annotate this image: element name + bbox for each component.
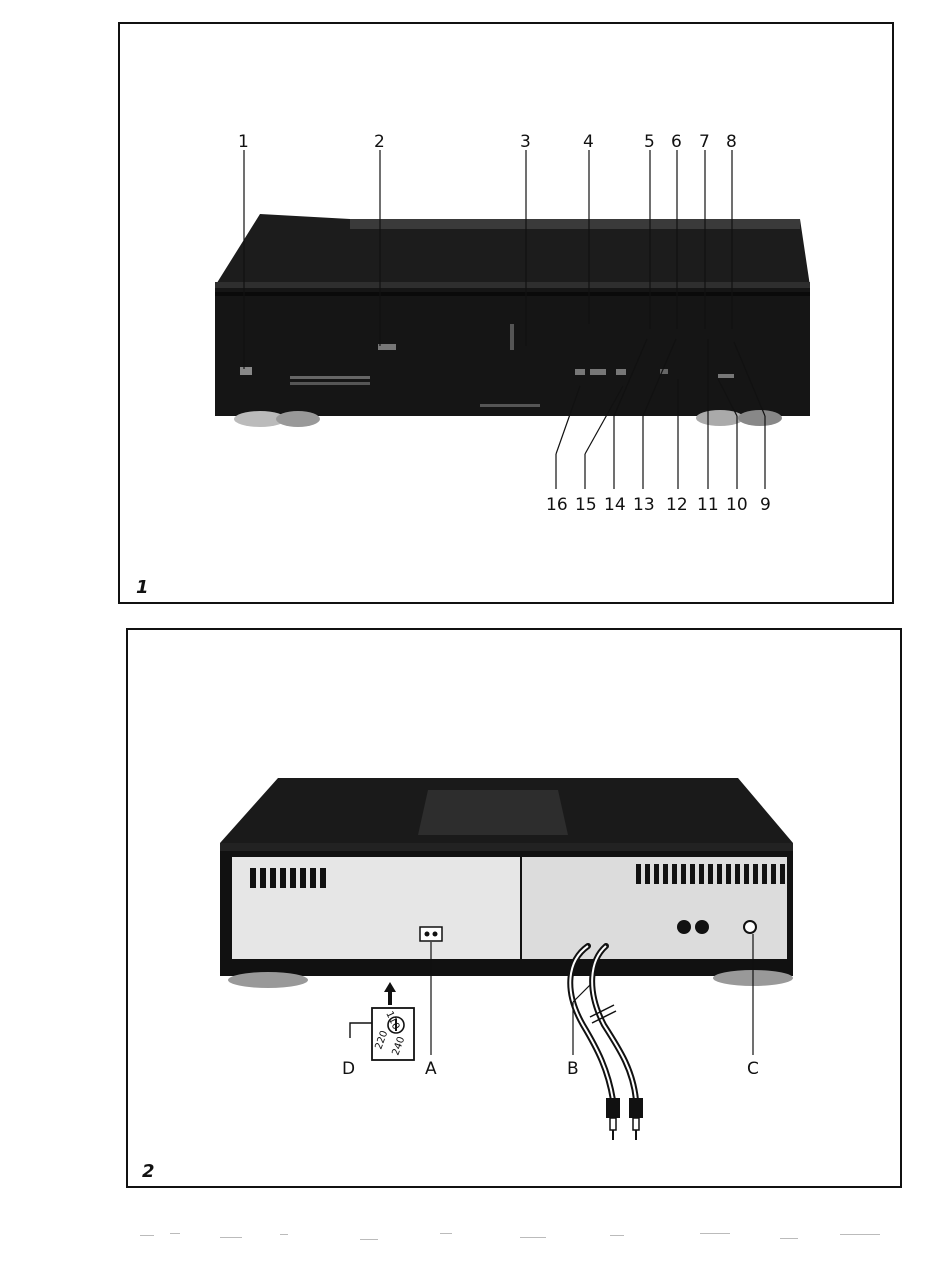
front-button	[718, 374, 734, 378]
callout-A: A	[425, 1059, 437, 1079]
rca-plug	[629, 1098, 643, 1140]
callout-2: 2	[374, 132, 385, 152]
callout-15: 15	[575, 495, 597, 515]
device-foot	[738, 410, 782, 426]
front-button	[575, 369, 585, 375]
output-socket	[695, 920, 709, 934]
callout-11: 11	[697, 495, 719, 515]
callout-C: C	[747, 1059, 759, 1079]
vent-slots-right	[636, 864, 785, 884]
device-front-panel	[215, 286, 810, 416]
figure-number: 1	[136, 577, 149, 598]
callout-10: 10	[726, 495, 748, 515]
disc-tray-button	[378, 344, 396, 350]
front-button	[616, 369, 626, 375]
power-switch	[240, 367, 252, 375]
callout-1: 1	[238, 132, 249, 152]
scan-noise	[140, 1225, 900, 1255]
callout-3: 3	[520, 132, 531, 152]
device-foot	[276, 411, 320, 427]
device-foot	[228, 972, 308, 988]
rear-view-drawing: 110 220 240 D A B C	[128, 630, 900, 1186]
callout-8: 8	[726, 132, 737, 152]
front-button	[590, 369, 606, 375]
callout-7: 7	[699, 132, 710, 152]
callout-6: 6	[671, 132, 682, 152]
output-socket	[677, 920, 691, 934]
voltage-selector	[420, 927, 442, 941]
figure-number: 2	[142, 1161, 155, 1182]
callout-13: 13	[633, 495, 655, 515]
figure-1-front-view: 1 2 3 4 5 6 7 8 16 15 14 13 12 11 10 9 1	[118, 22, 894, 604]
callout-14: 14	[604, 495, 626, 515]
callout-9: 9	[760, 495, 771, 515]
up-arrow-icon	[384, 982, 396, 992]
callout-B: B	[567, 1059, 579, 1079]
callout-D: D	[342, 1059, 355, 1079]
callout-12: 12	[666, 495, 688, 515]
device-front-edge	[215, 282, 810, 288]
rca-plug	[606, 1098, 620, 1140]
callout-4: 4	[583, 132, 594, 152]
callout-5: 5	[644, 132, 655, 152]
front-view-drawing: 1 2 3 4 5 6 7 8 16 15 14 13 12 11 10 9	[120, 24, 892, 602]
figure-2-rear-view: 110 220 240 D A B C 2	[126, 628, 902, 1188]
callout-16: 16	[546, 495, 568, 515]
display-divider	[510, 324, 514, 350]
digital-output-socket	[744, 921, 756, 933]
